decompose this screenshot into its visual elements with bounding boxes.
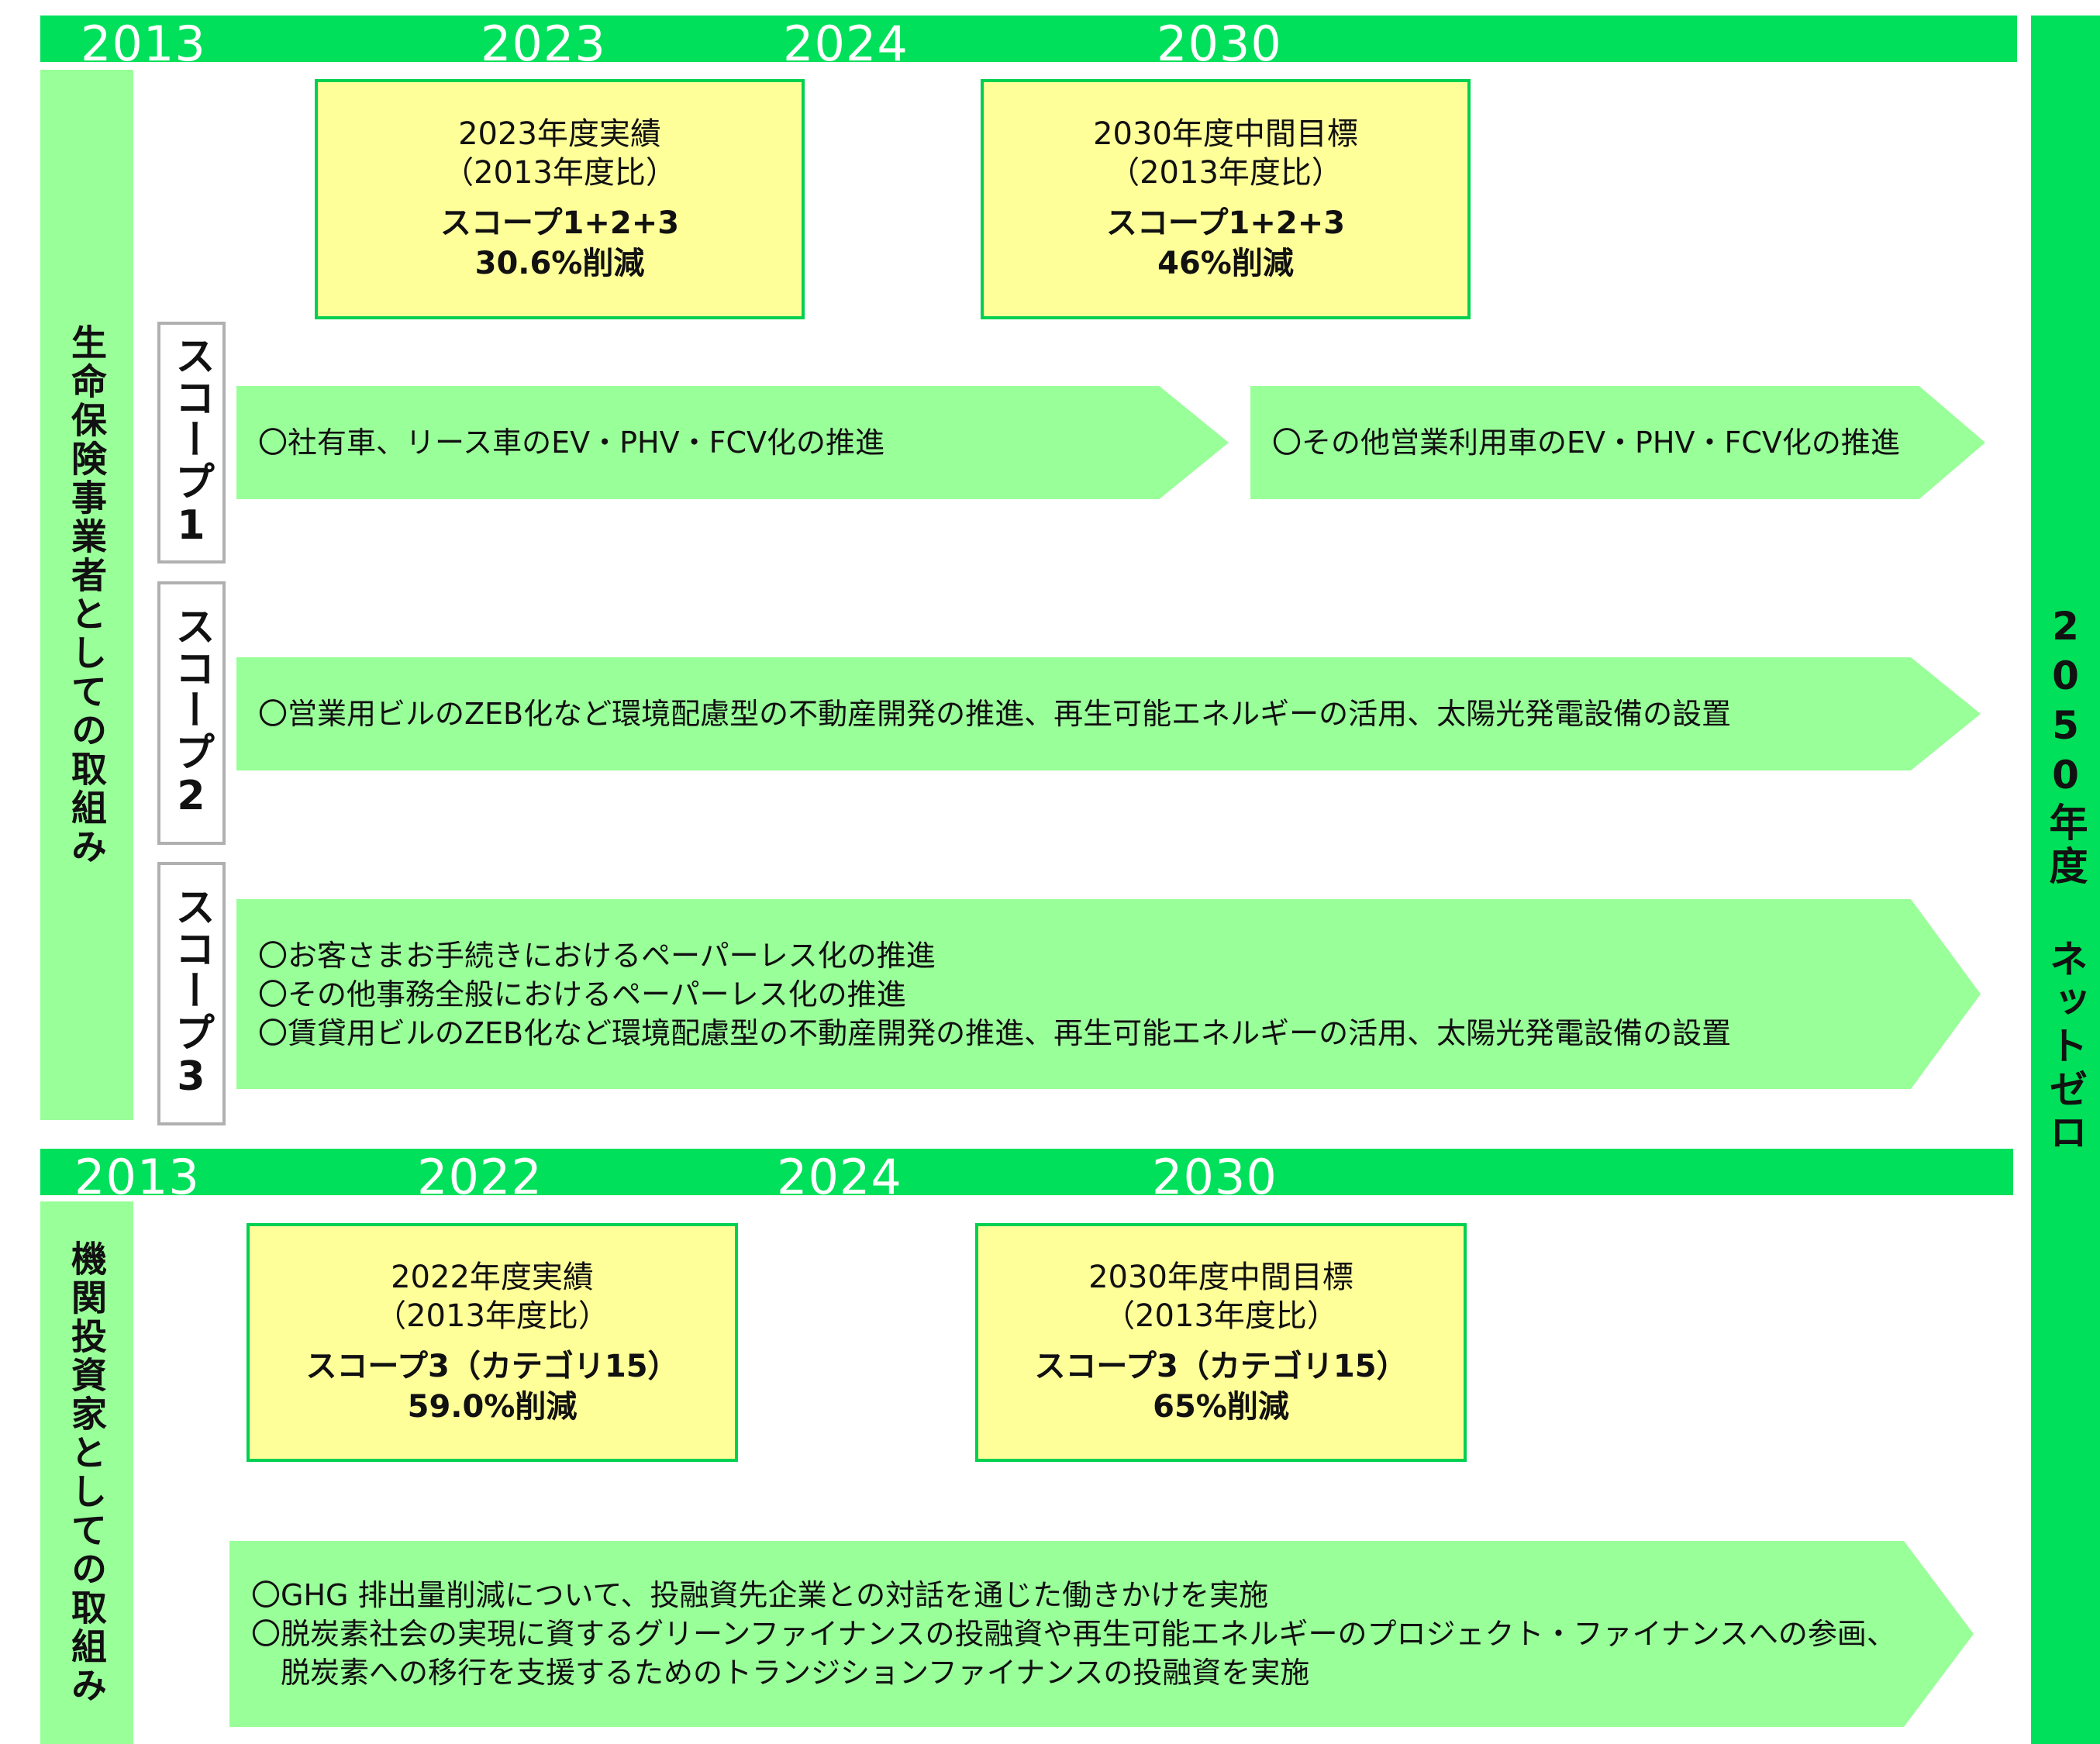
target-scope: スコープ1+2+3 [440,205,680,241]
target-basis: （2013年度比） [375,1298,609,1334]
scope1-arrow-2: 〇その他営業利用車のEV・PHV・FCV化の推進 [1250,386,1985,499]
target-box-2023: 2023年度実績 （2013年度比） スコープ1+2+3 30.6%削減 [315,79,805,319]
scope3-arrow-line: 〇お客さまお手続きにおけるペーパーレス化の推進 [258,938,936,973]
target-basis: （2013年度比） [1104,1298,1338,1334]
year-label: 2030 [1152,1149,1278,1205]
target-box-2022: 2022年度実績 （2013年度比） スコープ3（カテゴリ15） 59.0%削減 [247,1223,738,1462]
target-title: 2030年度中間目標 [1093,116,1358,152]
target-box-2030: 2030年度中間目標 （2013年度比） スコープ1+2+3 46%削減 [981,79,1471,319]
timeline-bar-1: 2013 2023 2024 2030 [40,16,2017,72]
investor-arrow-line: 〇GHG 排出量削減について、投融資先企業との対話を通じた働きかけを実施 [251,1578,1269,1612]
netzero-label: 2050年度 ネットゼロ [2043,604,2088,1156]
scope1-arrow-1-text: 〇社有車、リース車のEV・PHV・FCV化の推進 [258,426,884,460]
scope2-arrow-text: 〇営業用ビルのZEB化など環境配慮型の不動産開発の推進、再生可能エネルギーの活用… [258,697,1732,731]
year-label: 2024 [783,16,909,72]
timeline-bar-2: 2013 2022 2024 2030 [40,1149,2013,1205]
scope3-label-text: スコープ3 [167,886,215,1101]
scope1-label: スコープ1 [157,322,226,564]
netzero-bar: 2050年度 ネットゼロ [2031,16,2100,1744]
side-label-insurer: 生命保険事業者としての取組み [40,70,133,1120]
target-title: 2023年度実績 [458,116,661,152]
investor-arrow-line: 〇脱炭素社会の実現に資するグリーンファイナンスの投融資や再生可能エネルギーのプロ… [251,1617,1896,1651]
scope3-label: スコープ3 [157,862,226,1125]
year-label: 2022 [417,1149,543,1205]
scope2-label-text: スコープ2 [167,605,215,821]
year-label: 2013 [81,16,206,72]
scope2-label: スコープ2 [157,581,226,845]
side-label-investor: 機関投資家としての取組み [40,1201,133,1744]
target-basis: （2013年度比） [1109,155,1343,191]
side-label-insurer-text: 生命保険事業者としての取組み [66,323,108,867]
scope1-label-text: スコープ1 [167,335,215,550]
target-box-2030-investor: 2030年度中間目標 （2013年度比） スコープ3（カテゴリ15） 65%削減 [975,1223,1467,1462]
investor-arrow-line: 脱炭素への移行を支援するためのトランジションファイナンスの投融資を実施 [251,1656,1310,1690]
investor-arrow: 〇GHG 排出量削減について、投融資先企業との対話を通じた働きかけを実施 〇脱炭… [229,1541,1974,1727]
year-label: 2023 [481,16,606,72]
target-title: 2030年度中間目標 [1088,1260,1353,1295]
year-label: 2013 [74,1149,200,1205]
target-basis: （2013年度比） [443,155,677,191]
scope3-arrow: 〇お客さまお手続きにおけるペーパーレス化の推進 〇その他事務全般におけるペーパー… [236,899,1981,1089]
scope1-arrow-2-text: 〇その他営業利用車のEV・PHV・FCV化の推進 [1272,426,1900,460]
side-label-investor-text: 機関投資家としての取組み [66,1240,108,1705]
target-scope: スコープ1+2+3 [1105,205,1346,241]
scope3-arrow-line: 〇賃貸用ビルのZEB化など環境配慮型の不動産開発の推進、再生可能エネルギーの活用… [258,1015,1732,1050]
year-label: 2024 [777,1149,902,1205]
target-scope: スコープ3（カテゴリ15） [305,1349,679,1384]
target-value: 65%削減 [1153,1389,1289,1425]
scope1-arrow-1: 〇社有車、リース車のEV・PHV・FCV化の推進 [236,386,1229,499]
target-value: 59.0%削減 [407,1389,578,1425]
target-value: 30.6%削減 [474,246,645,281]
scope3-arrow-line: 〇その他事務全般におけるペーパーレス化の推進 [258,977,906,1012]
scope2-arrow: 〇営業用ビルのZEB化など環境配慮型の不動産開発の推進、再生可能エネルギーの活用… [236,657,1981,770]
target-scope: スコープ3（カテゴリ15） [1034,1349,1408,1384]
year-label: 2030 [1157,16,1282,72]
target-value: 46%削減 [1157,246,1294,281]
target-title: 2022年度実績 [391,1260,594,1295]
